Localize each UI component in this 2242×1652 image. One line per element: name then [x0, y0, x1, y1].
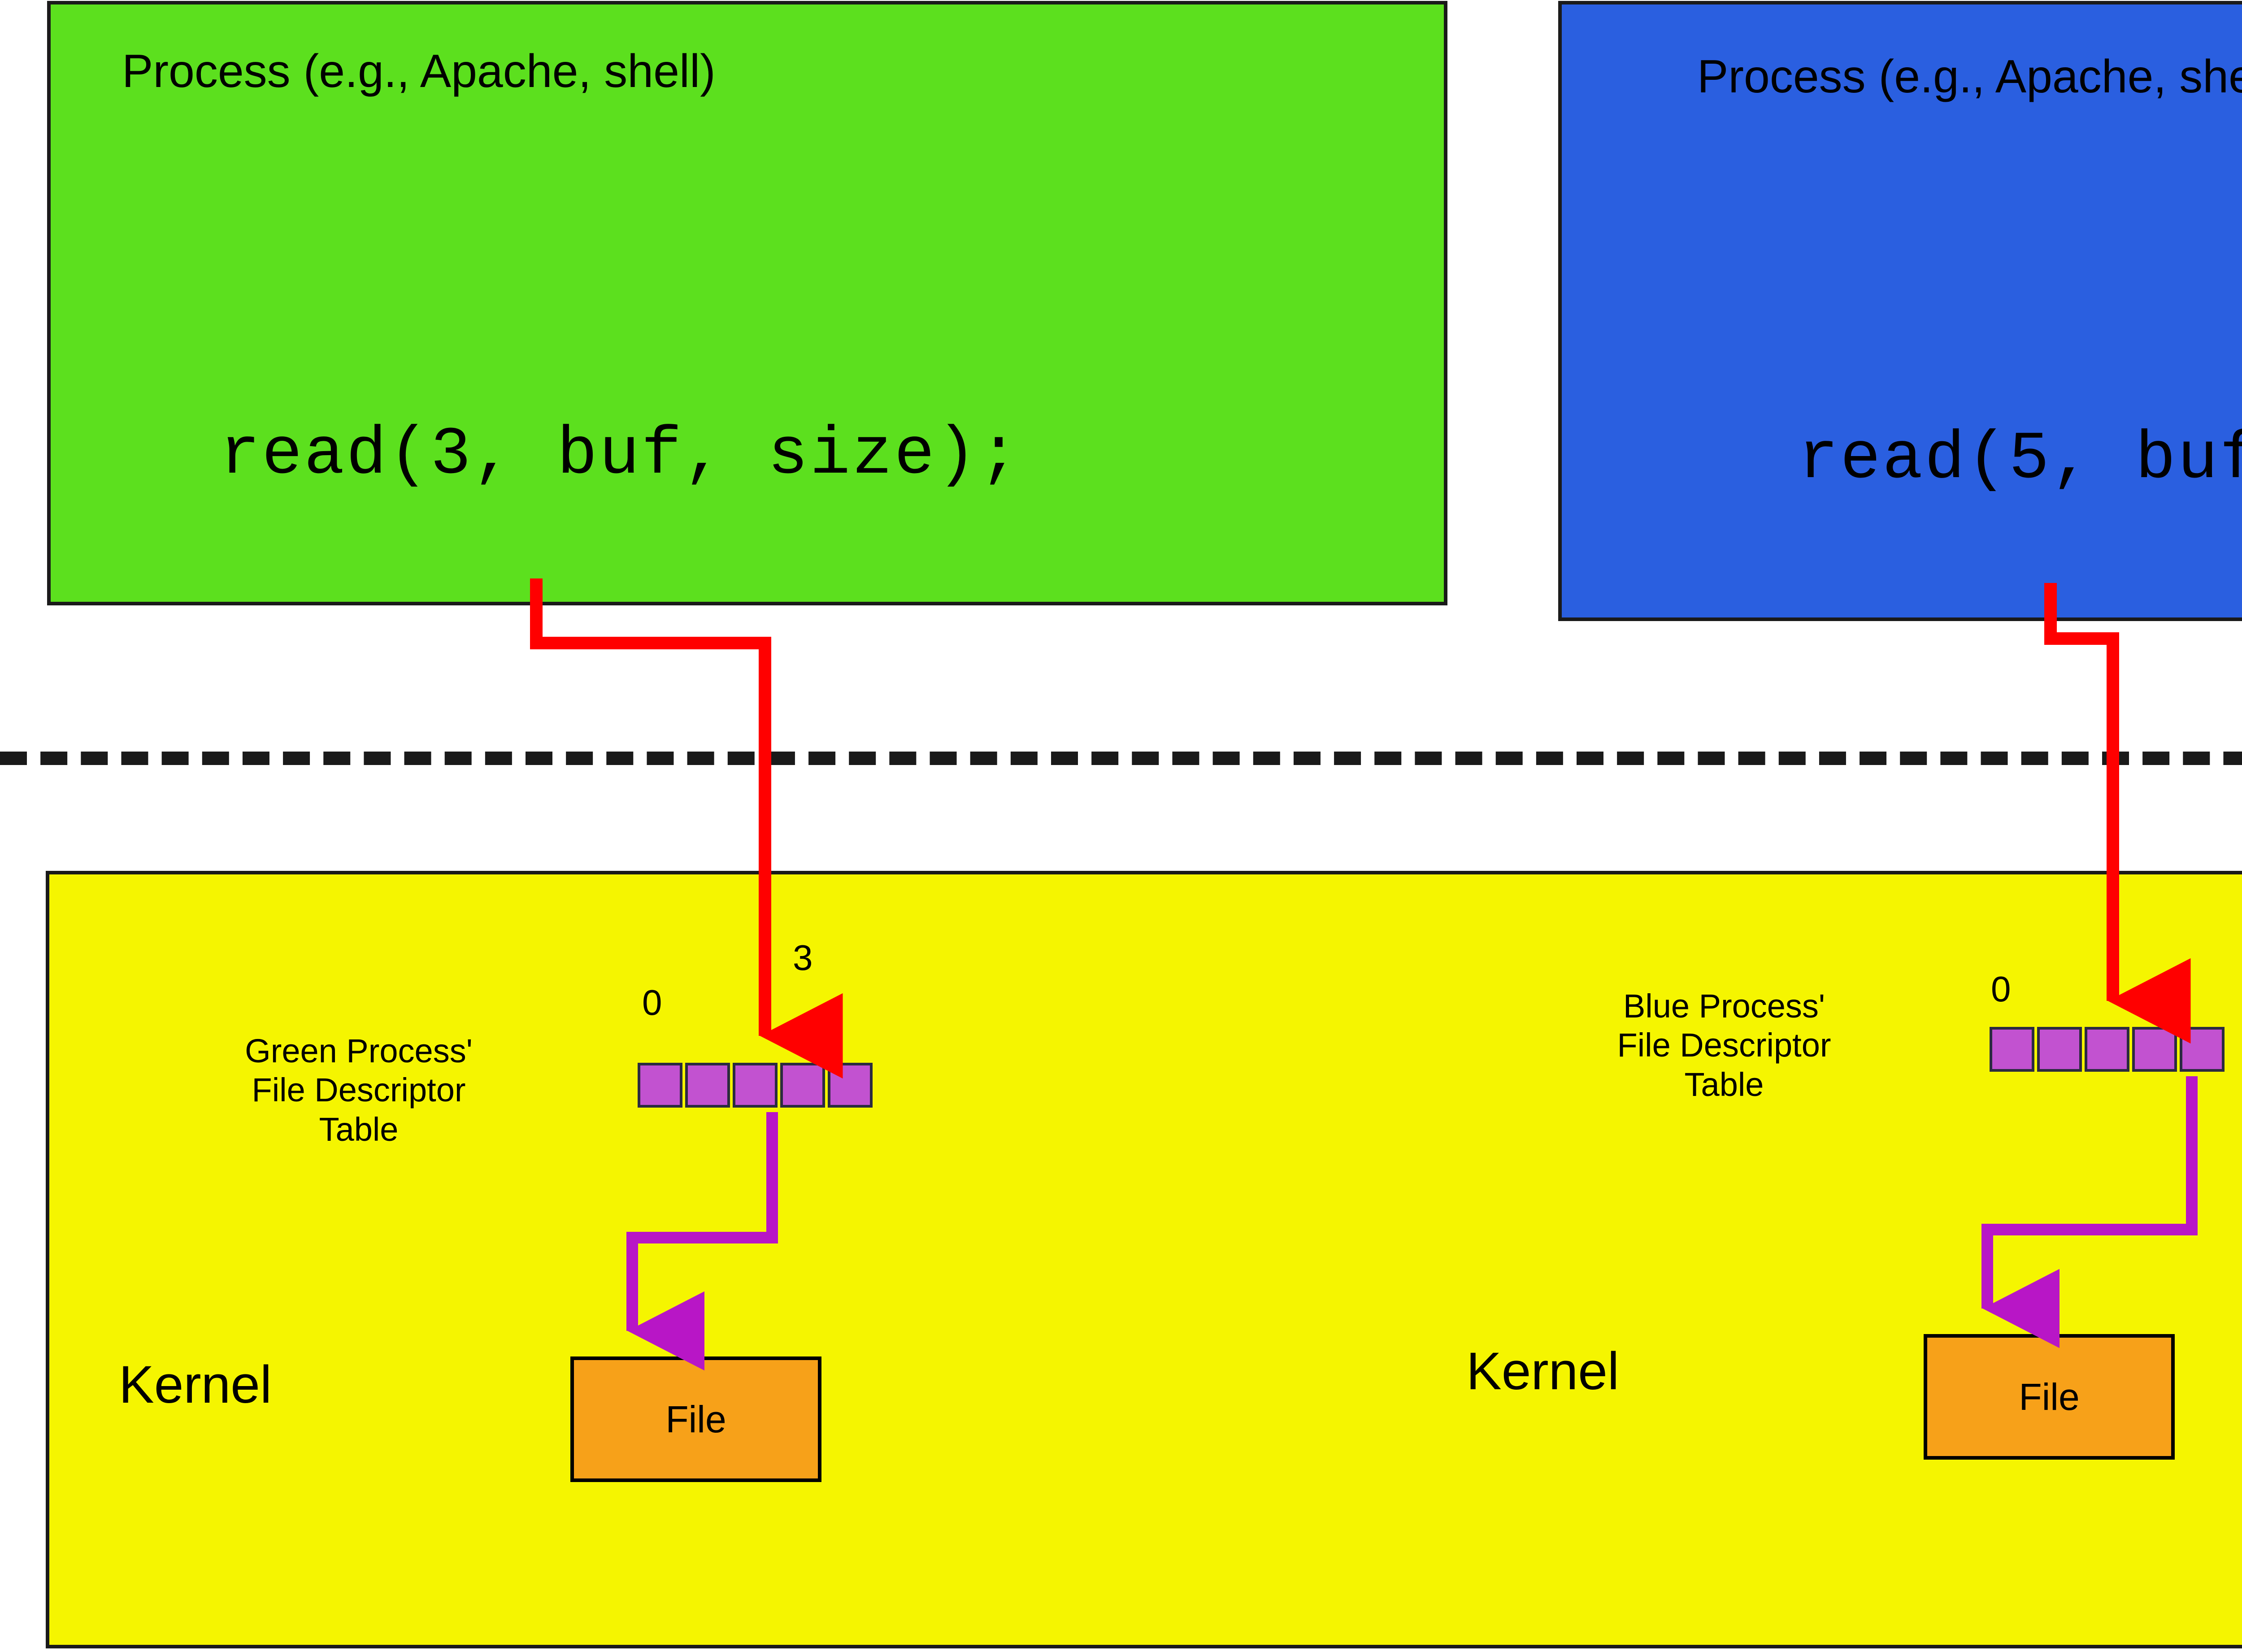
- green-process-syscall: read(3, buf, size);: [220, 417, 1021, 493]
- blue-fd-cell-3[interactable]: [2132, 1027, 2177, 1072]
- green-fdt-caption-line-3: Table: [319, 1110, 399, 1148]
- green-process-box: [47, 1, 1447, 605]
- green-fdt-caption-line-1: Green Process': [245, 1032, 473, 1069]
- green-fd-index-target: 3: [793, 938, 813, 978]
- green-fdt-caption: Green Process' File Descriptor Table: [152, 1031, 565, 1149]
- blue-fd-cell-1[interactable]: [2037, 1027, 2082, 1072]
- blue-process-box: [1558, 1, 2242, 621]
- blue-fdt-caption-line-3: Table: [1684, 1065, 1764, 1103]
- green-file-label: File: [665, 1398, 726, 1440]
- kernel-label-left: Kernel: [119, 1355, 272, 1414]
- blue-process-title: Process (e.g., Apache, shell): [1697, 51, 2242, 103]
- blue-fdt-caption-line-2: File Descriptor: [1617, 1026, 1831, 1064]
- green-fd-index-first: 0: [642, 983, 662, 1022]
- green-fdt-caption-line-2: File Descriptor: [252, 1071, 466, 1109]
- blue-fd-table[interactable]: [1990, 1027, 2225, 1072]
- green-process-title: Process (e.g., Apache, shell): [122, 45, 716, 97]
- user-kernel-boundary-line: [0, 752, 2242, 765]
- blue-file-box[interactable]: File: [1924, 1334, 2175, 1460]
- green-file-box[interactable]: File: [570, 1356, 821, 1482]
- blue-fd-cell-0[interactable]: [1990, 1027, 2034, 1072]
- green-fd-cell-4[interactable]: [828, 1063, 873, 1108]
- green-fd-cell-1[interactable]: [685, 1063, 730, 1108]
- kernel-label-right: Kernel: [1466, 1342, 1620, 1401]
- green-fd-cell-3[interactable]: [780, 1063, 825, 1108]
- blue-fd-cell-4[interactable]: [2180, 1027, 2225, 1072]
- blue-fd-cell-2[interactable]: [2085, 1027, 2129, 1072]
- blue-fdt-caption-line-1: Blue Process': [1623, 987, 1825, 1025]
- blue-fdt-caption: Blue Process' File Descriptor Table: [1522, 987, 1926, 1104]
- green-fd-cell-0[interactable]: [638, 1063, 682, 1108]
- blue-process-syscall: read(5, buf, size);: [1798, 422, 2242, 498]
- blue-file-label: File: [2019, 1375, 2080, 1418]
- green-fd-table[interactable]: [638, 1063, 873, 1108]
- blue-fd-index-first: 0: [1991, 969, 2011, 1009]
- green-fd-cell-2[interactable]: [733, 1063, 778, 1108]
- kernel-box: [46, 871, 2242, 1648]
